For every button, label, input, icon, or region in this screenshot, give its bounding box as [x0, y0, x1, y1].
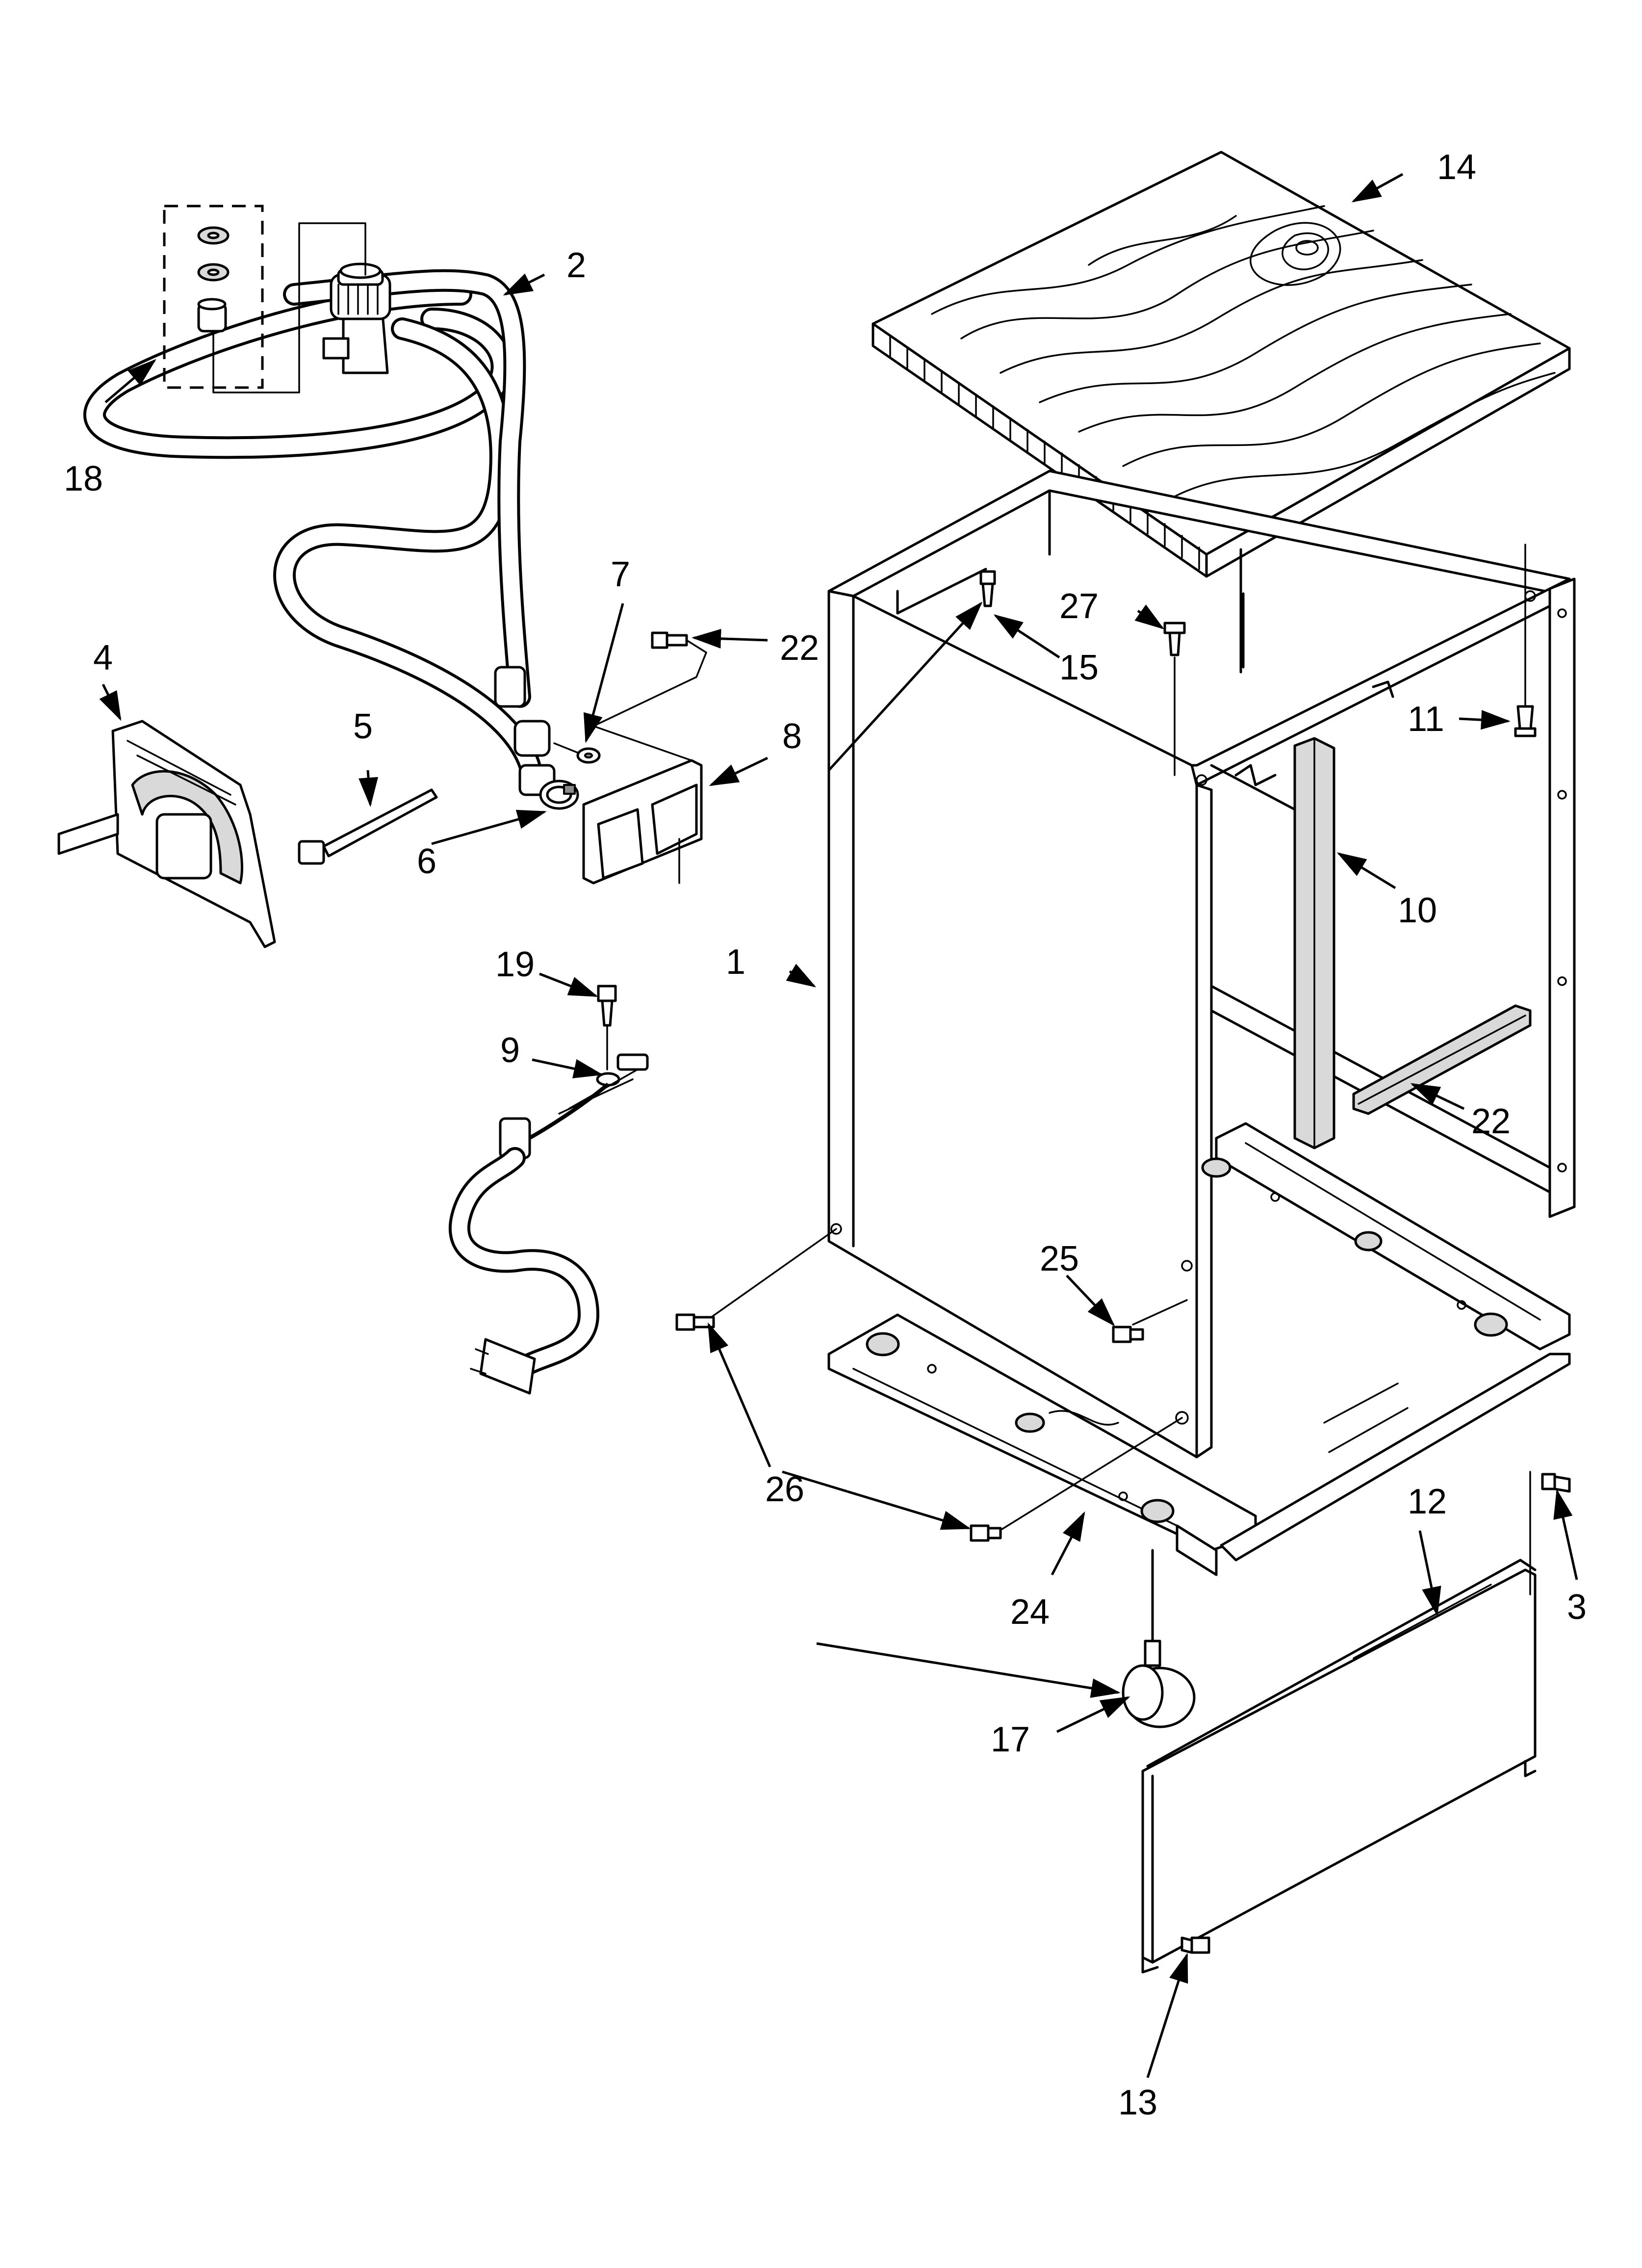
bracket-vertical: [1293, 737, 1335, 1149]
callout-26: 26: [765, 1470, 804, 1509]
base-frame: [827, 1122, 1571, 1576]
callout-19: 19: [495, 945, 535, 984]
screw-26-upper: [675, 1228, 837, 1331]
callout-17: 17: [991, 1720, 1030, 1759]
callout-11: 11: [1408, 700, 1444, 739]
callout-3: 3: [1567, 1588, 1587, 1627]
callout-24: 24: [1010, 1592, 1050, 1632]
callout-1: 1: [726, 942, 745, 982]
leader-lines: [99, 173, 1578, 2078]
screw-13: [1180, 1936, 1210, 1954]
washer-kit: [163, 205, 366, 393]
screw-27: [1163, 622, 1186, 776]
bracket-4: [57, 720, 276, 948]
bracket-diagonal: [1352, 1004, 1532, 1115]
callout-5: 5: [353, 707, 373, 746]
callout-15: 15: [1059, 648, 1099, 687]
callout-13: 13: [1118, 2083, 1157, 2122]
screw-26-lower: [970, 1417, 1183, 1542]
screw-19: [597, 985, 617, 1070]
callout-14: 14: [1437, 148, 1476, 187]
cabinet: [827, 469, 1576, 1459]
caster: [1122, 1549, 1196, 1728]
callout-8: 8: [782, 717, 802, 756]
screw-25: [1112, 1299, 1188, 1343]
callout-2: 2: [566, 246, 586, 285]
screw-15: [979, 570, 996, 607]
callout-4: 4: [93, 638, 113, 678]
wood-top: [872, 151, 1571, 578]
cable-tie-5: [298, 788, 438, 865]
screw-11: [1514, 544, 1537, 737]
inlet-valve-hose: [83, 262, 556, 796]
callout-6: 6: [417, 842, 436, 881]
washer-7: [553, 742, 601, 764]
callout-27: 27: [1059, 587, 1099, 626]
screw-3: [1529, 1471, 1571, 1595]
callout-7: 7: [611, 555, 630, 594]
power-cord-9: [448, 1053, 649, 1395]
clamp-6: [539, 780, 579, 810]
callout-labels: 14 2 18 7 22 8 15 27 11 10 22 25 1 19 9 …: [64, 148, 1587, 2122]
front-panel: [1141, 1559, 1537, 1974]
callout-10: 10: [1398, 891, 1437, 930]
callout-21: 22: [780, 628, 819, 668]
callout-12: 12: [1408, 1482, 1447, 1521]
callout-25: 25: [1040, 1239, 1079, 1278]
callout-18: 18: [64, 459, 103, 498]
callout-22: 22: [1471, 1102, 1511, 1141]
callout-9: 9: [500, 1031, 520, 1070]
cover-8: [582, 725, 703, 885]
